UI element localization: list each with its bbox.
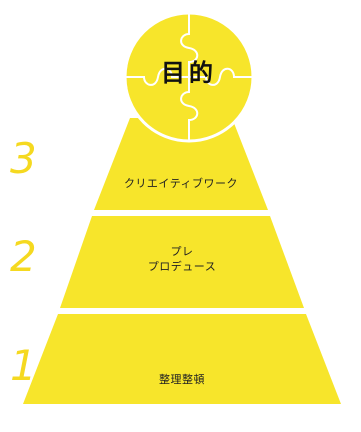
level-2-label: プレ プロデュース [80, 244, 284, 274]
level-3-trapezoid [94, 118, 268, 210]
level-2-number: 2 [10, 232, 37, 281]
level-1-label: 整理整頓 [159, 373, 205, 386]
puzzle-circle-icon [123, 11, 255, 143]
top-title: 目的 [161, 59, 217, 87]
level-1-trapezoid [23, 314, 341, 404]
level-2-trapezoid [60, 216, 304, 308]
level-2-label-line2: プロデュース [147, 260, 217, 273]
level-2-label-line1: プレ [170, 245, 194, 258]
level-3-label: クリエイティブワーク [123, 177, 239, 190]
level-3-number: 3 [10, 134, 37, 183]
level-1-number: 1 [10, 341, 37, 390]
